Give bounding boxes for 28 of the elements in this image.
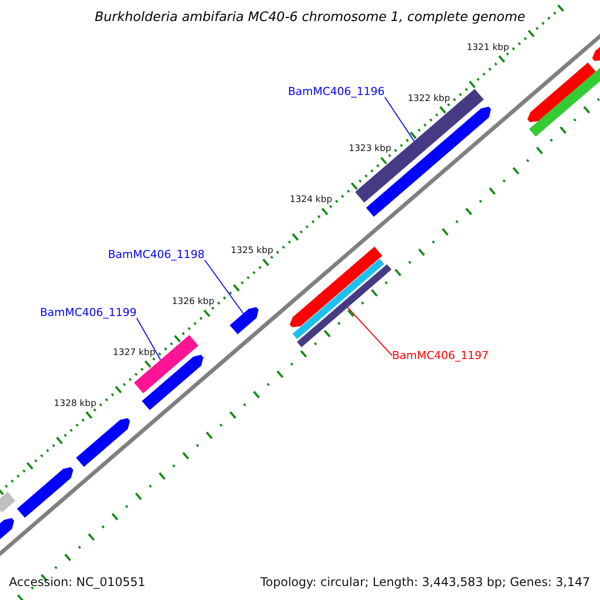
accession-text: Accession: NC_010551 bbox=[9, 575, 146, 589]
scale-label: 1326 kbp bbox=[172, 296, 214, 307]
gene-bar bbox=[529, 65, 600, 137]
gene-label: BamMC406_1197 bbox=[392, 349, 489, 362]
scale-label: 1325 kbp bbox=[230, 246, 274, 256]
scale-label: 1321 kbp bbox=[466, 42, 510, 53]
gene-bar bbox=[134, 335, 198, 394]
leader-line bbox=[347, 306, 392, 356]
leader-line bbox=[204, 260, 244, 314]
gene-feature bbox=[17, 467, 74, 518]
gene-feature bbox=[290, 246, 382, 328]
map-title: Burkholderia ambifaria MC40-6 chromosome 1, complete genome bbox=[94, 10, 526, 25]
gene-feature bbox=[527, 62, 596, 122]
gene-label: BamMC406_1199 bbox=[40, 306, 137, 319]
scale-label: 1323 kbp bbox=[348, 144, 392, 154]
scale-label: 1327 kbp bbox=[112, 348, 156, 358]
gene-feature bbox=[76, 418, 130, 467]
gene-feature bbox=[230, 307, 259, 334]
leader-line bbox=[136, 318, 161, 360]
scale-label: 1328 kbp bbox=[54, 398, 96, 409]
leader-line bbox=[384, 96, 415, 142]
gene-label: BamMC406_1196 bbox=[288, 85, 385, 98]
gene-bar bbox=[292, 258, 384, 340]
genome-info-text: Topology: circular; Length: 3,443,583 bp; Genes: 3,147 bbox=[260, 575, 590, 589]
scale-label: 1322 kbp bbox=[408, 94, 450, 104]
scale-label: 1324 kbp bbox=[290, 195, 332, 206]
gene-label: BamMC406_1198 bbox=[108, 248, 205, 261]
gene-bar bbox=[296, 264, 392, 348]
